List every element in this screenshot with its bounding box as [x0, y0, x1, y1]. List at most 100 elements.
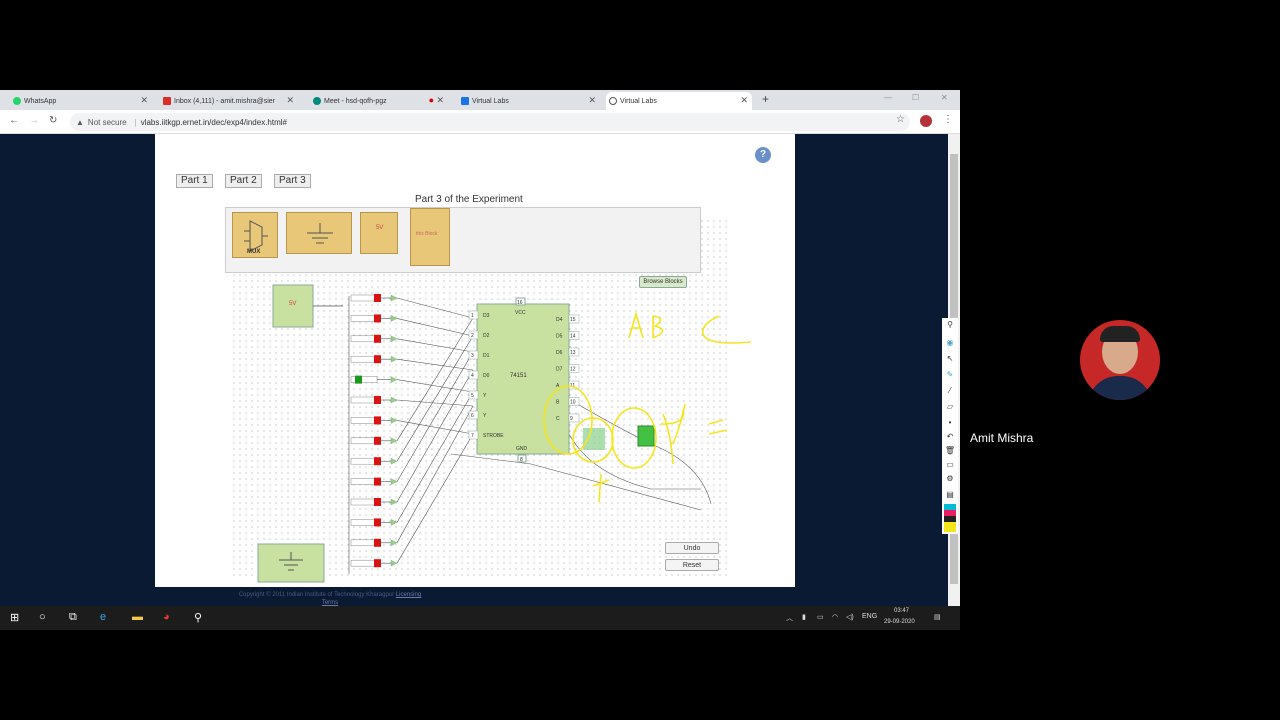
new-tab-button[interactable]: +: [762, 92, 770, 106]
ic-74151[interactable]: [476, 303, 570, 455]
windows-start-icon[interactable]: ⊞: [10, 612, 20, 624]
licensing-terms-link[interactable]: Licensing Terms: [321, 592, 422, 606]
close-icon[interactable]: ✕: [740, 95, 748, 105]
undo-icon[interactable]: ↶: [946, 432, 954, 441]
this-block[interactable]: this Block: [410, 208, 450, 266]
wifi-icon[interactable]: ◠: [832, 614, 839, 621]
ic-pin-box[interactable]: [568, 413, 580, 423]
toggle-switch[interactable]: [350, 315, 378, 322]
clipboard-icon[interactable]: ▤: [946, 490, 954, 499]
toggle-switch[interactable]: [350, 437, 378, 445]
clock-time[interactable]: 03:47: [894, 608, 910, 614]
pen-tool-icon[interactable]: ⚲: [194, 612, 203, 624]
ic-pin-box[interactable]: [468, 430, 479, 440]
ic-pin-box[interactable]: [468, 330, 479, 340]
toggle-switch[interactable]: [350, 417, 378, 424]
tab-whatsapp[interactable]: WhatsApp ✕: [10, 92, 152, 110]
ic-pin-box[interactable]: [468, 390, 479, 400]
ground-source[interactable]: [257, 543, 325, 583]
tray-chevron-icon[interactable]: ︿: [786, 615, 793, 622]
vcc-source[interactable]: [272, 284, 314, 328]
reset-button[interactable]: Reset: [665, 559, 719, 571]
profile-avatar[interactable]: [920, 115, 932, 127]
ic-pin-box[interactable]: [468, 410, 479, 420]
color-swatch-magenta[interactable]: [944, 510, 956, 516]
language-indicator[interactable]: ENG: [862, 613, 878, 620]
battery-icon[interactable]: ▭: [817, 614, 824, 621]
line-icon[interactable]: ⁄: [949, 386, 951, 395]
ic-pin-box[interactable]: [568, 347, 580, 357]
bookmark-star-icon[interactable]: ☆: [896, 114, 905, 125]
security-label: Not secure: [87, 117, 127, 127]
search-icon[interactable]: ○: [39, 611, 46, 623]
mux-block[interactable]: MUX: [232, 212, 278, 258]
clock-date[interactable]: 29-09-2020: [884, 619, 915, 625]
screen-icon[interactable]: ▭: [946, 460, 954, 469]
trash-icon[interactable]: 🗑: [944, 446, 956, 455]
vcc-block[interactable]: 5V: [360, 212, 398, 254]
ic-pin-box[interactable]: [568, 364, 580, 373]
volume-icon[interactable]: ◁): [846, 614, 854, 621]
toggle-switch[interactable]: [350, 355, 378, 363]
pin-icon[interactable]: ⚲: [947, 320, 953, 329]
back-arrow-icon[interactable]: ←: [9, 115, 19, 126]
toggle-switch[interactable]: [350, 396, 378, 404]
eraser-icon[interactable]: ▱: [946, 402, 954, 411]
color-swatch-cyan[interactable]: [944, 504, 956, 510]
part-2-button[interactable]: Part 2: [225, 174, 262, 188]
switch-output-arrow: [390, 355, 398, 363]
menu-kebab-icon[interactable]: ⋮: [943, 114, 953, 125]
experiment-title: Part 3 of the Experiment: [415, 194, 523, 205]
dot-icon[interactable]: •: [948, 418, 952, 427]
tab-gmail[interactable]: Inbox (4,111) - amit.mishra@sier ✕: [160, 92, 298, 110]
ic-pin-box[interactable]: [568, 331, 580, 340]
ground-block[interactable]: [286, 212, 352, 254]
pen-annotation: [543, 311, 752, 503]
close-window-icon[interactable]: ✕: [941, 93, 948, 102]
toggle-switch[interactable]: [350, 498, 378, 506]
close-icon[interactable]: ✕: [588, 95, 596, 105]
edge-icon[interactable]: e: [100, 611, 107, 623]
toggle-switch[interactable]: [350, 376, 378, 383]
reload-icon[interactable]: ↻: [49, 115, 58, 126]
mic-icon[interactable]: ▮: [802, 614, 806, 621]
ic-pin-box[interactable]: [468, 310, 479, 320]
close-icon[interactable]: ✕: [436, 95, 444, 105]
toggle-switch[interactable]: [350, 519, 378, 526]
tab-virtual-labs-active[interactable]: Virtual Labs ✕: [606, 92, 752, 110]
notifications-icon[interactable]: ▤: [934, 614, 941, 621]
chrome-icon[interactable]: ◕: [163, 611, 170, 623]
color-swatch-yellow[interactable]: [944, 522, 956, 532]
toggle-switch[interactable]: [350, 457, 378, 465]
ic-pin-box[interactable]: [568, 380, 580, 390]
tab-virtual-labs-1[interactable]: Virtual Labs ✕: [458, 92, 600, 110]
tab-meet[interactable]: Meet - hsd-qofh-pgz ● ✕: [310, 92, 448, 110]
ic-pin-box[interactable]: [568, 397, 580, 406]
eye-icon[interactable]: ◉: [946, 338, 954, 347]
ic-pin-box[interactable]: [568, 314, 580, 324]
close-icon[interactable]: ✕: [286, 95, 294, 105]
toggle-switch[interactable]: [350, 335, 378, 343]
help-icon[interactable]: ?: [755, 147, 771, 163]
part-1-button[interactable]: Part 1: [176, 174, 213, 188]
ic-pin-box[interactable]: [468, 350, 479, 360]
ic-pin-box[interactable]: [468, 370, 479, 380]
toggle-switch[interactable]: [350, 559, 378, 567]
task-view-icon[interactable]: ⧉: [69, 611, 77, 623]
settings-icon[interactable]: ⚙: [946, 474, 954, 483]
toggle-switch[interactable]: [350, 478, 378, 485]
close-icon[interactable]: ✕: [140, 95, 148, 105]
part-3-button[interactable]: Part 3: [274, 174, 311, 188]
color-swatch-black[interactable]: [944, 516, 956, 522]
address-bar[interactable]: ▲ Not secure | vlabs.iitkgp.ernet.in/dec…: [70, 113, 910, 131]
toggle-switch[interactable]: [350, 294, 378, 302]
pen-icon[interactable]: ✎: [946, 370, 954, 379]
forward-arrow-icon[interactable]: →: [29, 115, 39, 126]
maximize-icon[interactable]: ☐: [912, 93, 920, 102]
toggle-switch[interactable]: [350, 539, 378, 547]
minimize-icon[interactable]: —: [884, 93, 892, 102]
file-explorer-icon[interactable]: ▬: [132, 611, 143, 623]
browse-blocks-button[interactable]: Browse Blocks: [639, 276, 687, 288]
cursor-icon[interactable]: ↖: [946, 354, 954, 363]
undo-button[interactable]: Undo: [665, 542, 719, 554]
